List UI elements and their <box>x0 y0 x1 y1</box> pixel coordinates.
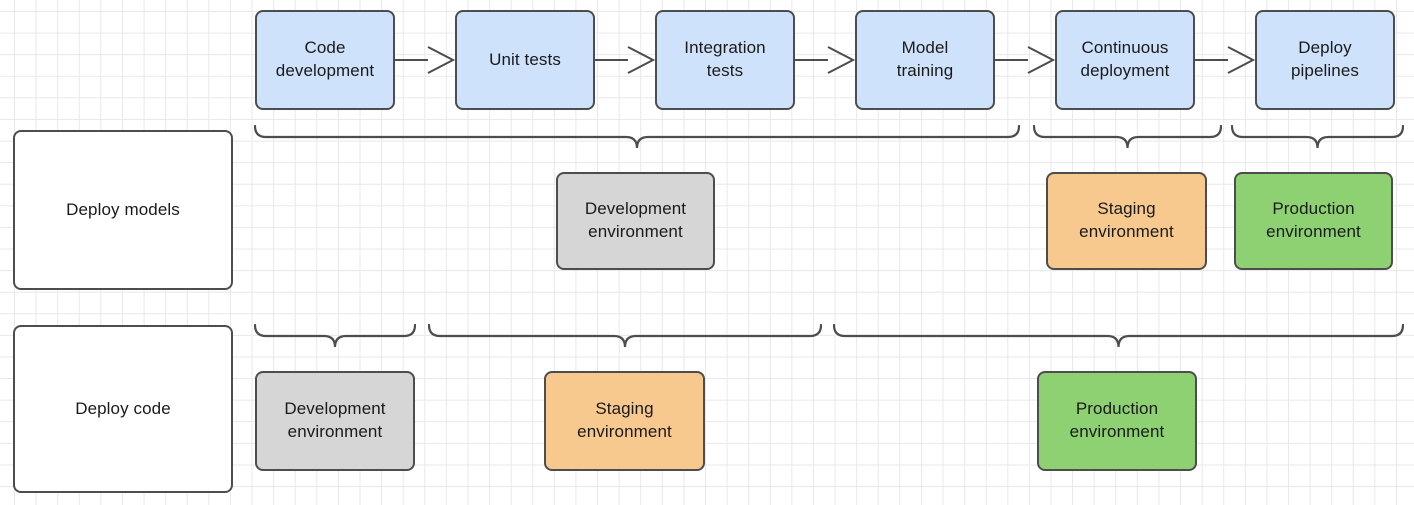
curly-brace-brace-code-production <box>832 323 1405 350</box>
environment-box-code-production-environment[interactable]: Production environment <box>1037 371 1197 471</box>
pipeline-stage-continuous-deployment[interactable]: Continuous deployment <box>1055 10 1195 110</box>
pipeline-stage-unit-tests[interactable]: Unit tests <box>455 10 595 110</box>
curly-brace-brace-code-development <box>253 323 417 350</box>
curly-brace-brace-models-development <box>253 124 1021 151</box>
arrow-connector-arrow-2 <box>595 44 656 76</box>
curly-brace-brace-models-production <box>1230 124 1405 151</box>
arrow-connector-arrow-5 <box>1195 44 1256 76</box>
arrow-connector-arrow-3 <box>795 44 856 76</box>
pipeline-stage-integration-tests[interactable]: Integration tests <box>655 10 795 110</box>
curly-brace-brace-models-staging <box>1032 124 1223 151</box>
row-label-deploy-code[interactable]: Deploy code <box>13 325 233 493</box>
arrow-connector-arrow-4 <box>995 44 1056 76</box>
arrow-connector-arrow-1 <box>395 44 456 76</box>
pipeline-stage-deploy-pipelines[interactable]: Deploy pipelines <box>1255 10 1395 110</box>
environment-box-models-development-environment[interactable]: Development environment <box>556 172 715 270</box>
environment-box-code-staging-environment[interactable]: Staging environment <box>544 371 705 471</box>
pipeline-stage-code-development[interactable]: Code development <box>255 10 395 110</box>
row-label-deploy-models[interactable]: Deploy models <box>13 130 233 290</box>
environment-box-code-development-environment[interactable]: Development environment <box>255 371 415 471</box>
environment-box-models-production-environment[interactable]: Production environment <box>1234 172 1393 270</box>
pipeline-stage-model-training[interactable]: Model training <box>855 10 995 110</box>
environment-box-models-staging-environment[interactable]: Staging environment <box>1046 172 1207 270</box>
curly-brace-brace-code-staging <box>427 323 823 350</box>
